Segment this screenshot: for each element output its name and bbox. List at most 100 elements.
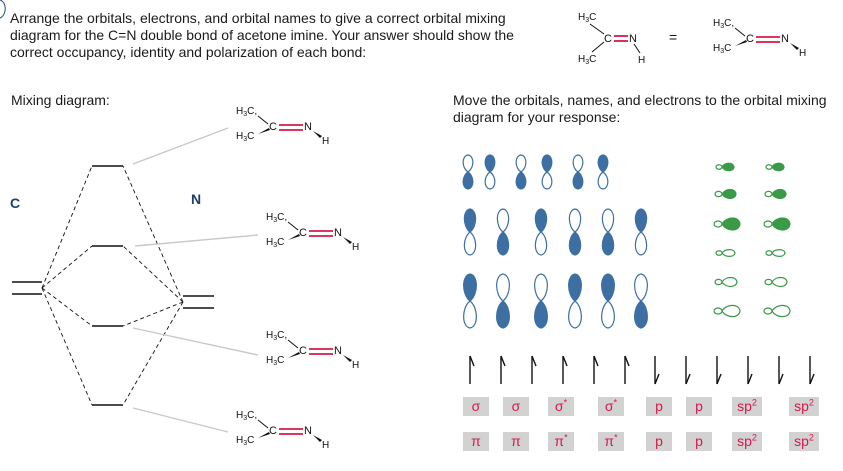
p-orbital-bottom-lobe xyxy=(496,231,510,256)
electron-up-arrow-6 xyxy=(624,355,630,384)
row2-label-tile-1[interactable]: π xyxy=(463,432,489,451)
p-orbital-medium-3[interactable] xyxy=(534,208,548,256)
sp2-orbital-right-2[interactable] xyxy=(764,188,787,200)
label-tile-text: p xyxy=(695,398,703,414)
sp2-orbital-right-4[interactable] xyxy=(765,249,786,257)
row2-label-tile-3[interactable]: π* xyxy=(548,432,574,451)
p-orbital-small-2[interactable] xyxy=(484,154,496,190)
sp2-large-lobe xyxy=(721,162,735,172)
p-orbital-bottom-lobe xyxy=(634,300,648,329)
electron-up-arrow-2 xyxy=(500,355,506,384)
sp2-orbital-right-6[interactable] xyxy=(763,304,791,318)
sp2-orbital-left-5[interactable] xyxy=(714,276,738,288)
sp2-orbital-right-1[interactable] xyxy=(765,162,785,172)
p-orbital-bottom-lobe xyxy=(597,171,609,190)
row1-label-tile-2[interactable]: σ xyxy=(503,397,529,416)
electron-down-arrow-4 xyxy=(747,356,753,385)
row1-label-tile-8[interactable]: sp2 xyxy=(789,397,819,416)
row2-label-tile-7[interactable]: sp2 xyxy=(732,432,762,451)
label-tile-superscript: * xyxy=(563,397,568,408)
label-tile-text: p xyxy=(655,433,663,449)
sp2-orbital-left-2[interactable] xyxy=(714,188,737,200)
sp2-orbital-left-1[interactable] xyxy=(715,162,735,172)
p-orbital-medium-6[interactable] xyxy=(634,208,648,256)
electron-up-arrow-5 xyxy=(593,355,599,384)
svg-text:H3C: H3C xyxy=(578,12,596,24)
p-orbital-large-6[interactable] xyxy=(634,273,648,329)
label-tile-text: sp xyxy=(794,433,809,449)
p-orbital-medium-5[interactable] xyxy=(601,208,615,256)
p-orbital-bottom-lobe xyxy=(601,300,615,329)
electron-down-arrow-2 xyxy=(685,356,691,385)
sp2-small-lobe xyxy=(714,278,723,286)
label-tile-superscript: 2 xyxy=(751,397,757,408)
svg-text:H: H xyxy=(638,55,645,66)
p-orbital-medium-1[interactable] xyxy=(463,208,477,256)
sp2-small-lobe xyxy=(713,307,723,315)
p-orbital-large-2[interactable] xyxy=(496,273,510,329)
label-tile-text: sp xyxy=(794,398,809,414)
p-orbital-top-lobe xyxy=(496,208,510,233)
p-orbital-small-1[interactable] xyxy=(462,154,474,190)
p-orbital-bottom-lobe xyxy=(534,300,548,329)
label-tile-text: σ xyxy=(604,398,614,414)
nitrogen-atom-label: N xyxy=(191,191,202,207)
p-orbital-top-lobe xyxy=(601,208,615,233)
label-tile-text: σ xyxy=(471,398,481,414)
p-orbital-medium-4[interactable] xyxy=(568,208,582,256)
acetone-imine-structure-left: H3C C N H H3C xyxy=(578,12,645,66)
p-orbital-bottom-lobe xyxy=(496,300,510,329)
label-tile-text: π xyxy=(554,433,565,449)
p-orbital-small-3[interactable] xyxy=(515,154,527,190)
p-orbital-large-1[interactable] xyxy=(463,273,477,329)
p-orbital-medium-2[interactable] xyxy=(496,208,510,256)
p-orbital-bottom-lobe xyxy=(515,171,527,190)
sp2-orbital-left-6[interactable] xyxy=(713,304,741,318)
sp2-large-lobe xyxy=(721,217,741,231)
sp2-orbital-left-4[interactable] xyxy=(715,249,736,257)
p-orbital-small-4[interactable] xyxy=(541,154,553,190)
p-orbital-top-lobe xyxy=(597,154,609,173)
electron-arrows[interactable] xyxy=(469,355,815,385)
p-orbital-large-4[interactable] xyxy=(568,273,582,329)
row1-label-tile-1[interactable]: σ xyxy=(463,397,489,416)
p-orbital-small-5[interactable] xyxy=(572,154,584,190)
electron-down-arrow-6 xyxy=(809,356,815,385)
p-orbital-bottom-lobe xyxy=(601,231,615,256)
p-orbital-bottom-lobe xyxy=(568,231,582,256)
row1-label-tile-5[interactable]: p xyxy=(646,397,672,416)
sp2-orbital-right-3[interactable] xyxy=(763,217,791,231)
row1-label-tile-4[interactable]: σ* xyxy=(598,397,624,416)
mixing-diagram xyxy=(12,127,259,433)
sp2-small-lobe xyxy=(714,190,723,198)
row2-label-tile-5[interactable]: p xyxy=(646,432,672,451)
row2-label-tile-6[interactable]: p xyxy=(686,432,712,451)
p-orbital-bottom-lobe xyxy=(484,171,496,190)
carbon-atom-label: C xyxy=(10,195,21,211)
row1-label-tile-3[interactable]: σ* xyxy=(548,397,574,416)
mixing-diagram-heading: Mixing diagram: xyxy=(11,92,110,108)
p-orbital-row-small[interactable] xyxy=(0,0,6,19)
p-orbital-top-lobe xyxy=(496,273,510,302)
sp2-orbital-right-5[interactable] xyxy=(764,276,788,288)
svg-text:N: N xyxy=(629,33,637,45)
p-orbital-bottom-lobe xyxy=(462,171,474,190)
row2-label-tile-2[interactable]: π xyxy=(503,432,529,451)
row1-label-tile-7[interactable]: sp2 xyxy=(732,397,762,416)
label-tile-superscript: * xyxy=(614,432,618,443)
p-orbital-bottom-lobe xyxy=(534,231,548,256)
sp2-orbital-left-3[interactable] xyxy=(713,217,741,231)
row1-label-tile-6[interactable]: p xyxy=(686,397,712,416)
sp2-large-lobe xyxy=(771,249,786,257)
label-tile-text: π xyxy=(511,433,521,449)
p-orbital-large-3[interactable] xyxy=(534,273,548,329)
row2-label-tile-8[interactable]: sp2 xyxy=(789,432,819,451)
p-orbital-large-5[interactable] xyxy=(601,273,615,329)
electron-up-arrow-1 xyxy=(469,355,475,384)
p-orbital-top-lobe xyxy=(534,208,548,233)
row2-label-tile-4[interactable]: π* xyxy=(598,432,624,451)
sp2-large-lobe xyxy=(721,304,741,318)
p-orbital-small-6[interactable] xyxy=(597,154,609,190)
